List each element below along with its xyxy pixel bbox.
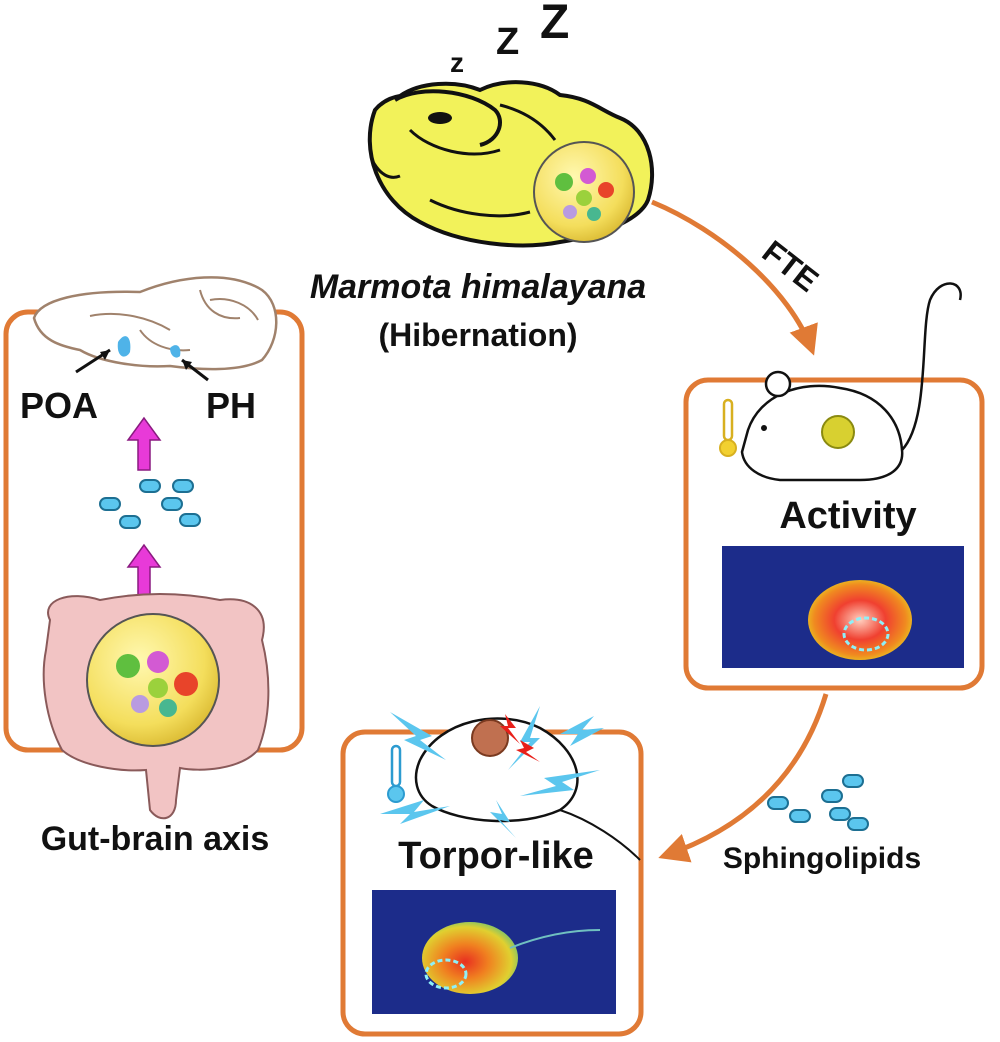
metabolite-cluster-right bbox=[767, 774, 869, 831]
gut-illustration bbox=[42, 593, 270, 820]
thermometer-warm-icon bbox=[719, 398, 737, 457]
marmot-state-label: (Hibernation) bbox=[378, 317, 577, 353]
fte-arrow bbox=[651, 199, 818, 356]
marmot-species-label: Marmota himalayana bbox=[310, 268, 646, 306]
torpor-thermal-image bbox=[372, 890, 616, 1014]
ph-region bbox=[170, 345, 181, 358]
poa-label: POA bbox=[20, 385, 98, 426]
snore-z-medium: Z bbox=[496, 21, 519, 63]
magenta-arrow-upper bbox=[126, 416, 162, 471]
magenta-arrow-lower bbox=[126, 543, 162, 598]
active-mouse-illustration bbox=[740, 282, 962, 482]
activity-thermal-image bbox=[722, 546, 964, 668]
lightning-icon bbox=[500, 714, 540, 762]
microbe-icon bbox=[116, 651, 198, 717]
poa-region bbox=[117, 336, 131, 357]
gut-brain-axis-label: Gut-brain axis bbox=[41, 820, 270, 858]
metabolite-cluster-left bbox=[99, 479, 201, 529]
activity-label: Activity bbox=[779, 495, 916, 537]
snore-z-large: Z bbox=[540, 0, 569, 49]
microbe-icon bbox=[821, 415, 855, 449]
microbe-icon bbox=[471, 719, 509, 757]
ph-label: PH bbox=[206, 385, 256, 426]
snore-z-small: z bbox=[450, 47, 464, 78]
marmot-illustration bbox=[367, 80, 655, 248]
microbe-icon bbox=[555, 168, 614, 221]
torpor-mouse-illustration bbox=[414, 717, 641, 861]
thermometer-cold-icon bbox=[387, 744, 405, 803]
fte-label: FTE bbox=[756, 233, 826, 299]
torpor-label: Torpor-like bbox=[398, 835, 594, 877]
snore-zs: z Z Z bbox=[450, 0, 569, 78]
activity-box bbox=[683, 377, 985, 691]
lightning-icon bbox=[380, 706, 604, 838]
sphingolipids-label: Sphingolipids bbox=[723, 842, 921, 875]
brain-illustration bbox=[32, 276, 278, 371]
activity-to-torpor-arrow bbox=[658, 693, 829, 863]
